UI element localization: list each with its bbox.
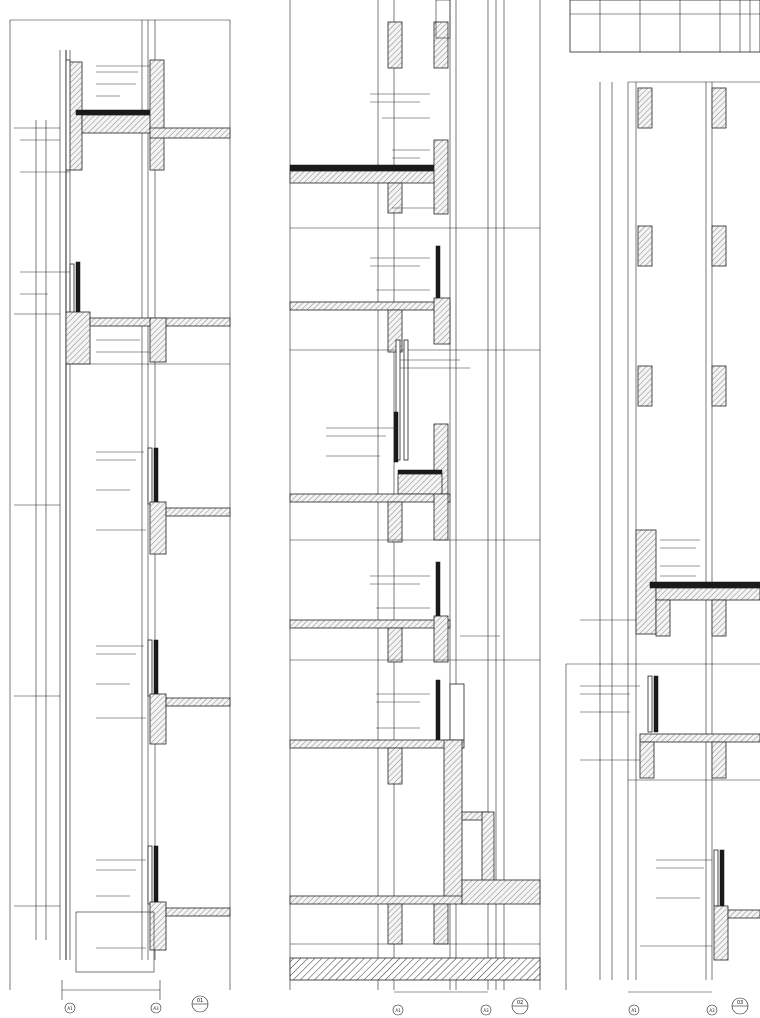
section-right	[565, 0, 760, 1016]
section-left-axis-left: A1	[67, 1006, 73, 1011]
section-middle-axis-left: A1	[395, 1008, 401, 1013]
title-block	[569, 0, 760, 53]
section-left	[9, 19, 231, 1014]
annotation-leaders	[20, 65, 712, 949]
section-left-axis-right: A3	[153, 1006, 159, 1011]
section-right-callout: 03	[737, 1000, 743, 1006]
section-middle-callout: 02	[517, 1000, 523, 1006]
section-left-callout: 01	[197, 998, 203, 1004]
section-right-axis-right: A3	[709, 1008, 715, 1013]
section-middle-axis-right: A3	[483, 1008, 489, 1013]
section-right-axis-left: A1	[631, 1008, 637, 1013]
section-middle	[289, 0, 541, 1016]
